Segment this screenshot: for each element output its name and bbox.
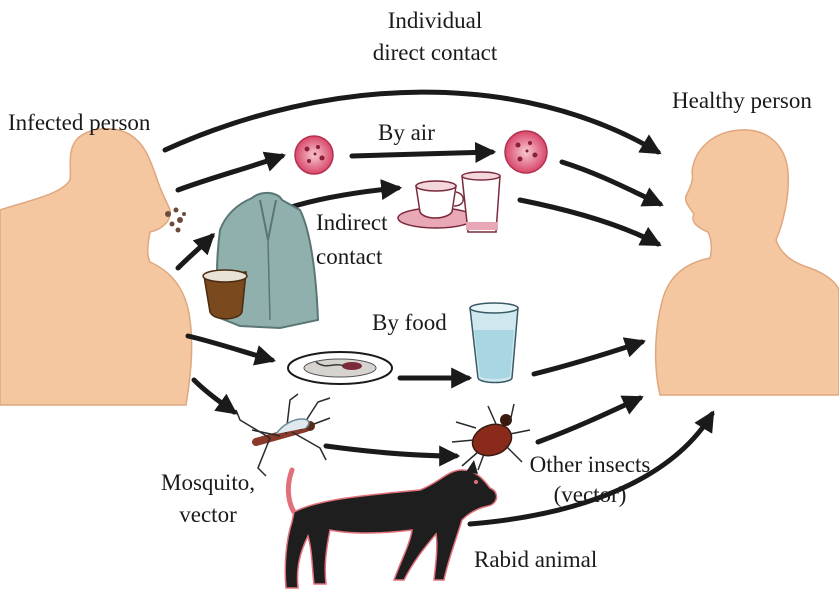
arrow-air-germ-to-germ: [352, 152, 492, 156]
arrow-germ-to-healthy: [562, 162, 660, 204]
healthy-person-figure: [656, 130, 839, 395]
rabid-dog-icon: [285, 460, 496, 588]
label-other-insects-line2: (vector): [500, 482, 680, 508]
label-mosquito-vector-line2: vector: [138, 502, 278, 528]
cups-icon: [398, 172, 500, 232]
arrow-glass-to-healthy: [534, 342, 642, 374]
label-indirect-contact-line2: contact: [316, 244, 382, 270]
label-mosquito-vector-line1: Mosquito,: [138, 470, 278, 496]
infected-person-figure: [0, 129, 192, 405]
label-direct-contact-line2: direct contact: [320, 40, 550, 66]
label-healthy-person: Healthy person: [672, 88, 812, 114]
glass-icon: [470, 303, 518, 383]
germ-particle-1-icon: [295, 136, 333, 174]
arrow-to-mosquito: [194, 380, 234, 412]
arrow-to-plate: [188, 336, 272, 360]
label-indirect-contact-line1: Indirect: [316, 210, 388, 236]
label-direct-contact-line1: Individual: [355, 8, 515, 34]
label-infected-person: Infected person: [8, 110, 150, 136]
label-rabid-animal: Rabid animal: [474, 547, 597, 573]
arrow-tick-to-healthy: [538, 398, 640, 442]
germ-particle-2-icon: [505, 131, 547, 173]
label-by-air: By air: [378, 120, 435, 146]
arrow-mosquito-to-tick: [326, 446, 456, 456]
arrow-jacket-to-cups: [288, 188, 398, 208]
label-other-insects-line1: Other insects: [500, 452, 680, 478]
arrow-cups-to-healthy: [520, 200, 658, 244]
mosquito-icon: [236, 394, 330, 476]
arrow-to-jacket: [178, 236, 212, 268]
plate-icon: [288, 352, 392, 384]
arrow-to-air-germ-1: [178, 156, 282, 190]
jacket-icon: [203, 193, 318, 328]
label-by-food: By food: [372, 310, 447, 336]
